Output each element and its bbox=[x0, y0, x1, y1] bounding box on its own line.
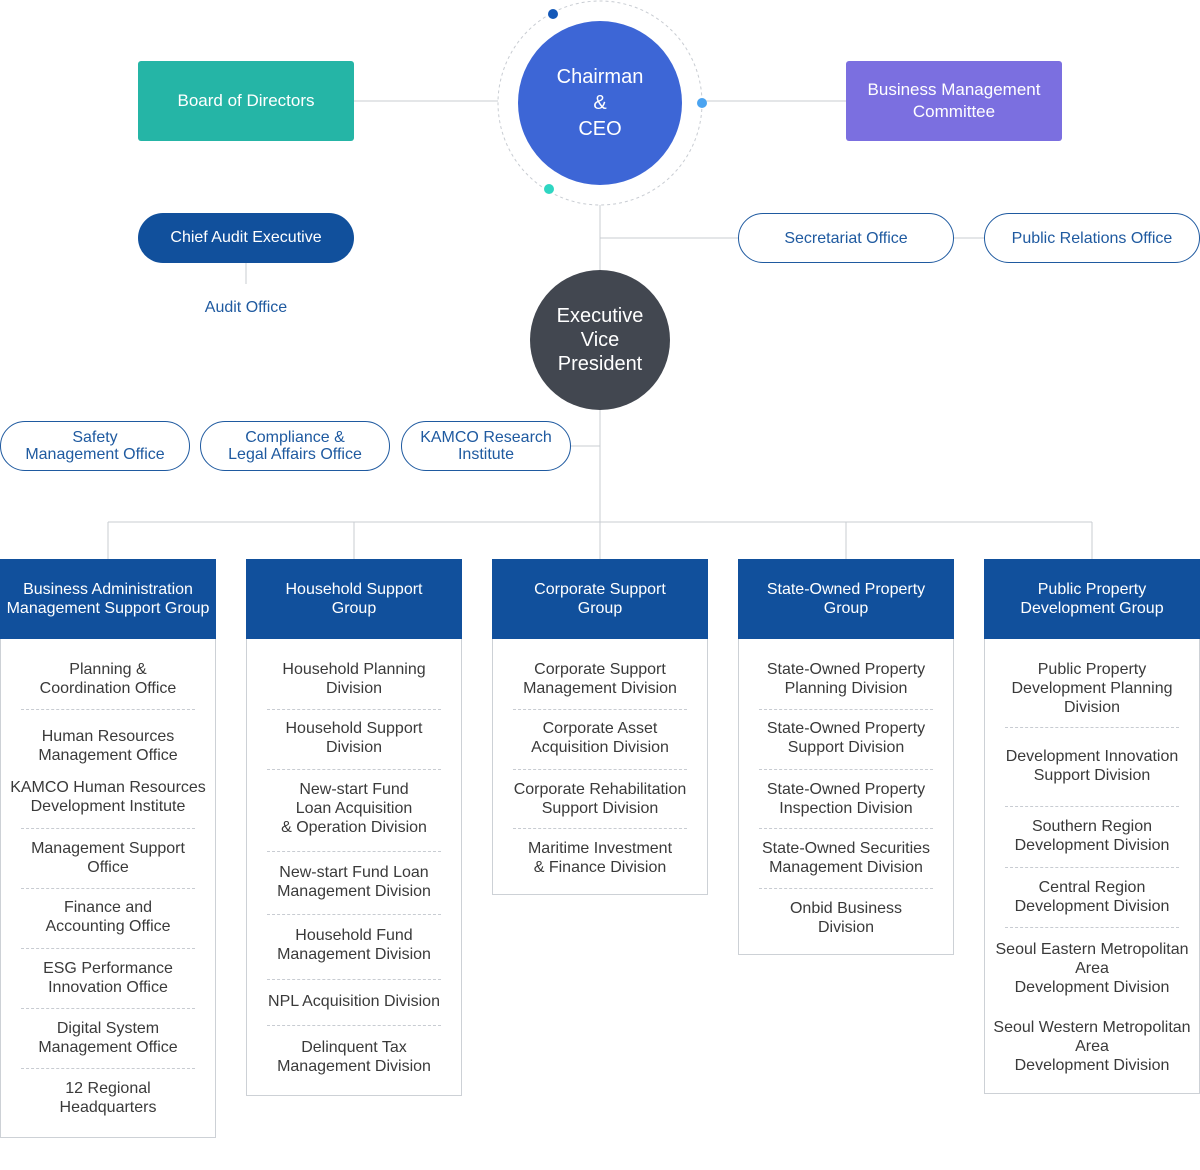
list-divider bbox=[267, 709, 441, 710]
list-divider bbox=[1005, 806, 1179, 807]
list-divider bbox=[759, 828, 933, 829]
list-divider bbox=[759, 888, 933, 889]
list-item: Onbid Business Division bbox=[789, 900, 903, 936]
list-divider bbox=[267, 1025, 441, 1026]
list-divider bbox=[267, 914, 441, 915]
list-item: KAMCO Human Resources Development Instit… bbox=[10, 779, 206, 815]
list-divider bbox=[1005, 727, 1179, 728]
list-item: Digital System Management Office bbox=[38, 1020, 178, 1056]
orbit-dot-teal bbox=[544, 184, 554, 194]
list-item: State-Owned Property Planning Division bbox=[766, 661, 926, 697]
list-item: Household Support Division bbox=[285, 720, 423, 756]
list-divider bbox=[267, 851, 441, 852]
list-divider bbox=[21, 1008, 195, 1009]
list-item: Seoul Western Metropolitan Area Developm… bbox=[993, 1018, 1191, 1074]
list-item: Southern Region Development Division bbox=[1014, 818, 1170, 854]
group-unit-list: Corporate Support Management Division Co… bbox=[492, 639, 708, 895]
list-item: State-Owned Property Support Division bbox=[766, 720, 926, 756]
list-item: Finance and Accounting Office bbox=[45, 899, 171, 935]
list-item: Corporate Rehabilitation Support Divisio… bbox=[513, 781, 687, 817]
group-header: Household Support Group bbox=[246, 559, 462, 639]
list-divider bbox=[1005, 927, 1179, 928]
list-item: State-Owned Property Inspection Division bbox=[766, 781, 926, 817]
group-header: Business Administration Management Suppo… bbox=[0, 559, 216, 639]
public-relations-office: Public Relations Office bbox=[984, 213, 1200, 263]
list-item: Central Region Development Division bbox=[1014, 879, 1170, 915]
kamco-research-institute: KAMCO Research Institute bbox=[401, 421, 571, 471]
list-item: Public Property Development Planning Div… bbox=[1011, 660, 1173, 716]
group-unit-list: Household Planning Division Household Su… bbox=[246, 639, 462, 1096]
secretariat-office: Secretariat Office bbox=[738, 213, 954, 263]
list-divider bbox=[267, 979, 441, 980]
list-item: Human Resources Management Office bbox=[38, 728, 178, 764]
group-unit-list: Public Property Development Planning Div… bbox=[984, 639, 1200, 1094]
group-header: State-Owned Property Group bbox=[738, 559, 954, 639]
list-divider bbox=[21, 948, 195, 949]
list-item: ESG Performance Innovation Office bbox=[43, 960, 173, 996]
list-divider bbox=[267, 769, 441, 770]
board-of-directors: Board of Directors bbox=[138, 61, 354, 141]
chairman-ceo: Chairman & CEO bbox=[518, 21, 682, 185]
orbit-dot-blue bbox=[548, 9, 558, 19]
list-item: Household Planning Division bbox=[282, 661, 426, 697]
group-unit-list: State-Owned Property Planning Division S… bbox=[738, 639, 954, 955]
list-item: New-start Fund Loan Management Division bbox=[277, 864, 431, 900]
list-divider bbox=[513, 769, 687, 770]
list-item: Household Fund Management Division bbox=[277, 927, 431, 963]
list-item: NPL Acquisition Division bbox=[268, 992, 440, 1010]
list-item: State-Owned Securities Management Divisi… bbox=[761, 840, 931, 876]
group-header: Public Property Development Group bbox=[984, 559, 1200, 639]
list-item: Management Support Office bbox=[31, 840, 185, 876]
list-item: Maritime Investment & Finance Division bbox=[527, 840, 673, 876]
list-divider bbox=[21, 709, 195, 710]
list-divider bbox=[513, 709, 687, 710]
chief-audit-executive: Chief Audit Executive bbox=[138, 213, 354, 263]
list-divider bbox=[759, 709, 933, 710]
list-item: Delinquent Tax Management Division bbox=[277, 1039, 431, 1075]
list-item: Corporate Support Management Division bbox=[523, 661, 677, 697]
group-header: Corporate Support Group bbox=[492, 559, 708, 639]
list-item: Planning & Coordination Office bbox=[39, 661, 177, 697]
list-item: Development Innovation Support Division bbox=[1005, 748, 1179, 784]
list-item: New-start Fund Loan Acquisition & Operat… bbox=[281, 780, 427, 836]
list-divider bbox=[759, 769, 933, 770]
audit-office: Audit Office bbox=[204, 299, 288, 316]
list-divider bbox=[513, 828, 687, 829]
list-item: 12 Regional Headquarters bbox=[59, 1080, 157, 1116]
safety-management-office: Safety Management Office bbox=[0, 421, 190, 471]
list-divider bbox=[21, 888, 195, 889]
list-divider bbox=[1005, 867, 1179, 868]
compliance-legal-affairs-office: Compliance & Legal Affairs Office bbox=[200, 421, 390, 471]
group-unit-list: Planning & Coordination Office Human Res… bbox=[0, 639, 216, 1138]
business-management-committee: Business Management Committee bbox=[846, 61, 1062, 141]
list-item: Corporate Asset Acquisition Division bbox=[531, 720, 669, 756]
list-item: Seoul Eastern Metropolitan Area Developm… bbox=[995, 940, 1189, 996]
list-divider bbox=[21, 828, 195, 829]
orbit-dot-lightblue bbox=[697, 98, 707, 108]
executive-vice-president: Executive Vice President bbox=[530, 270, 670, 410]
list-divider bbox=[21, 1068, 195, 1069]
